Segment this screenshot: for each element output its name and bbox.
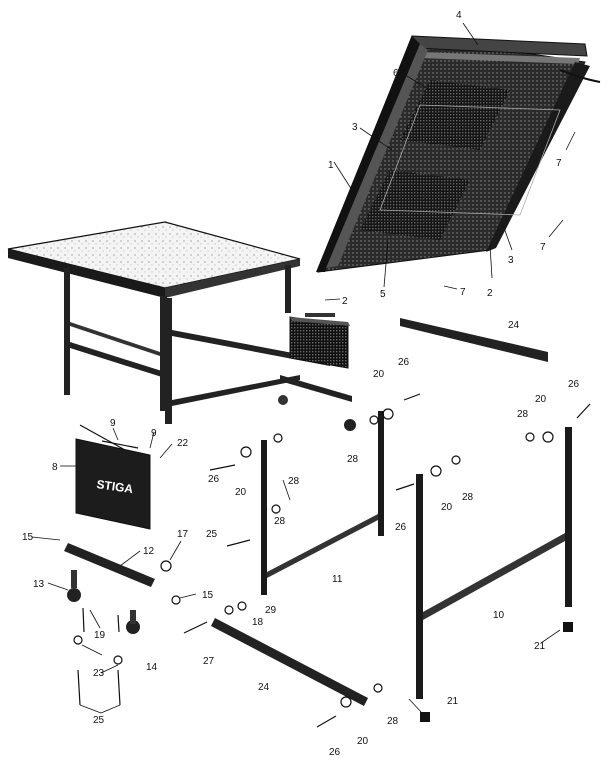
callout: 28 [274, 516, 286, 527]
callout: 26 [208, 474, 220, 485]
callout: 23 [93, 668, 105, 679]
right-table-half [316, 35, 601, 273]
callout: 28 [462, 492, 474, 503]
callout: 29 [265, 605, 277, 616]
callout: 25 [93, 715, 105, 726]
callout: 18 [252, 617, 264, 628]
callout: 20 [357, 736, 369, 747]
callout: 28 [288, 476, 300, 487]
callout: 24 [258, 682, 270, 693]
callout: 1 [328, 160, 334, 171]
callout: 13 [33, 579, 45, 590]
callout: 27 [203, 656, 215, 667]
callout: 22 [177, 438, 189, 449]
callout: 25 [206, 529, 218, 540]
stiga-net-panel: STIGA [75, 424, 151, 530]
callout: 2 [487, 288, 493, 299]
callout: 10 [493, 610, 505, 621]
callout: 4 [456, 10, 462, 21]
callout: 9 [151, 428, 157, 439]
callout: 20 [535, 394, 547, 405]
bar-12 [64, 543, 155, 587]
callout: 15 [22, 532, 34, 543]
callout: 28 [517, 409, 529, 420]
callout: 7 [556, 158, 562, 169]
callout: 24 [508, 320, 520, 331]
center-support-panel [278, 313, 356, 431]
callout: 14 [146, 662, 158, 673]
callout: 7 [460, 287, 466, 298]
callout: 11 [332, 574, 343, 585]
callout: 21 [534, 641, 546, 652]
callout: 20 [235, 487, 247, 498]
callout: 3 [352, 122, 358, 133]
callout: 12 [143, 546, 155, 557]
callout-labels: 4 6 3 1 7 7 3 5 2 7 2 24 20 26 26 20 28 … [22, 10, 580, 758]
callout: 3 [508, 255, 514, 266]
caster-14 [126, 610, 140, 634]
callout: 28 [387, 716, 399, 727]
stiga-logo-text: STIGA [96, 477, 135, 496]
callout: 6 [393, 68, 399, 79]
leg-frame-10 [416, 427, 572, 699]
crossbar-24-bottom [211, 618, 368, 706]
leg-frame-11 [261, 411, 384, 595]
foot-21-upper [563, 622, 573, 632]
callout: 26 [395, 522, 407, 533]
callout: 20 [373, 369, 385, 380]
caster-13 [67, 570, 81, 602]
callout: 2 [342, 296, 348, 307]
callout: 17 [177, 529, 189, 540]
callout: 5 [380, 289, 386, 300]
small-hardware [73, 393, 591, 728]
callout: 7 [540, 242, 546, 253]
callout: 9 [110, 418, 116, 429]
crossbar-24-top [400, 318, 548, 362]
callout: 28 [347, 454, 359, 465]
left-table-half [7, 221, 330, 424]
callout: 8 [52, 462, 58, 473]
foot-21-lower [420, 712, 430, 722]
callout: 26 [568, 379, 580, 390]
callout: 21 [447, 696, 459, 707]
callout: 26 [398, 357, 410, 368]
callout: 26 [329, 747, 341, 758]
callout: 15 [202, 590, 214, 601]
callout: 20 [441, 502, 453, 513]
callout-leaders [31, 22, 576, 714]
callout: 19 [94, 630, 106, 641]
